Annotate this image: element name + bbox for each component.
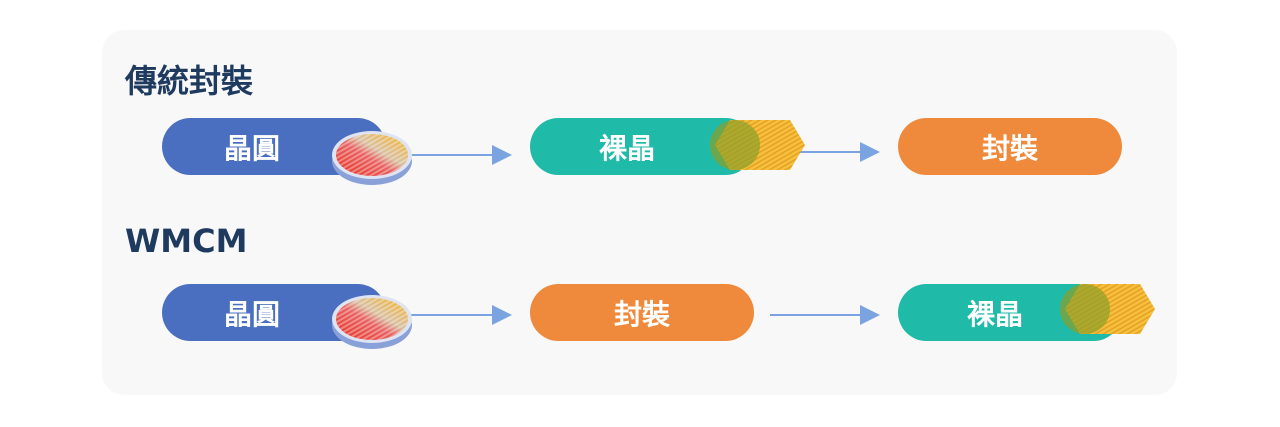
step-label: 封裝 [981, 131, 1038, 165]
step-label: 裸晶 [598, 131, 655, 165]
wafer-icon [332, 131, 412, 185]
section-title-traditional: 傳統封裝 [125, 62, 254, 100]
die-chip-icon [1060, 284, 1155, 334]
step-label: 封裝 [613, 297, 670, 331]
section-title-wmcm: WMCM [125, 222, 248, 260]
step-label: 晶圓 [223, 297, 280, 331]
step-label: 晶圓 [223, 131, 280, 165]
step-package: 封裝 [530, 284, 754, 341]
step-die: 裸晶 [530, 118, 754, 175]
step-package: 封裝 [898, 118, 1122, 175]
wafer-icon [332, 295, 412, 349]
die-chip-icon [710, 120, 805, 170]
step-label: 裸晶 [966, 297, 1023, 331]
arrow [410, 142, 880, 325]
